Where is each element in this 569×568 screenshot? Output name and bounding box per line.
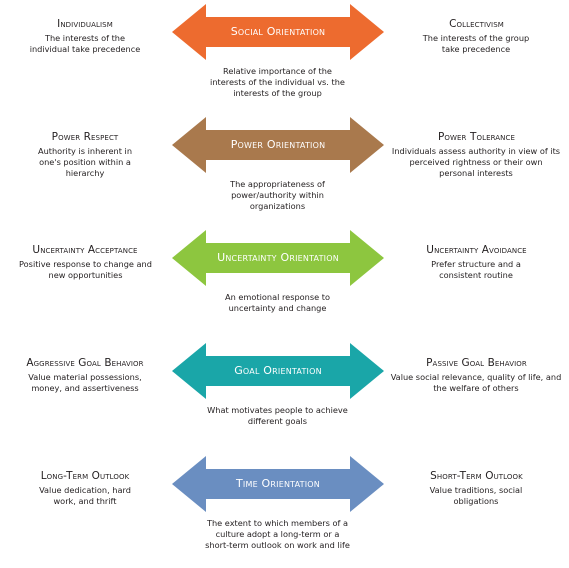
left-pole: Individualism The interests of the indiv… — [0, 18, 170, 55]
arrow-shape — [172, 230, 384, 286]
right-pole: Uncertainty Avoidance Prefer structure a… — [384, 244, 569, 281]
double-arrow — [172, 4, 384, 60]
double-arrow — [172, 117, 384, 173]
pole-title: Uncertainty Acceptance — [32, 244, 138, 256]
pole-title: Power Respect — [51, 131, 119, 143]
pole-description: Authority is inherent in one's position … — [37, 146, 133, 178]
arrow-shape — [172, 4, 384, 60]
arrow-shape — [172, 117, 384, 173]
pole-description: Value social relevance, quality of life,… — [390, 372, 562, 393]
double-arrow — [172, 230, 384, 286]
pole-description: Value dedication, hard work, and thrift — [39, 485, 131, 506]
dimension-row-power: Power Respect Authority is inherent in o… — [0, 117, 569, 229]
orientation-label: Goal Orientation — [234, 364, 322, 377]
pole-title: Collectivism — [449, 18, 504, 30]
orientation-description: Relative importance of the interests of … — [210, 66, 345, 98]
orientation-label: Uncertainty Orientation — [217, 251, 339, 264]
pole-description: The interests of the individual take pre… — [29, 33, 141, 54]
dimension-row-social: Individualism The interests of the indiv… — [0, 4, 569, 116]
dimension-row-uncertainty: Uncertainty Acceptance Positive response… — [0, 230, 569, 342]
dimension-row-time: Long-Term Outlook Value dedication, hard… — [0, 456, 569, 568]
right-pole: Power Tolerance Individuals assess autho… — [384, 131, 569, 179]
pole-description: Value traditions, social obligations — [429, 485, 523, 506]
orientation-description: The appropriateness of power/authority w… — [230, 179, 325, 211]
orientation-label: Time Orientation — [236, 477, 320, 490]
orientation-label: Power Orientation — [230, 138, 326, 151]
double-arrow — [172, 343, 384, 399]
pole-description: The interests of the group take preceden… — [422, 33, 530, 54]
orientation-label: Social Orientation — [230, 25, 326, 38]
orientation-description: An emotional response to uncertainty and… — [224, 292, 330, 313]
pole-title: Uncertainty Avoidance — [426, 244, 527, 256]
arrow-shape — [172, 343, 384, 399]
pole-title: Individualism — [57, 18, 113, 30]
pole-title: Short-Term Outlook — [430, 470, 523, 482]
double-arrow — [172, 456, 384, 512]
pole-description: Prefer structure and a consistent routin… — [431, 259, 521, 280]
left-pole: Long-Term Outlook Value dedication, hard… — [0, 470, 170, 507]
pole-title: Passive Goal Behavior — [426, 357, 527, 369]
pole-title: Aggressive Goal Behavior — [26, 357, 144, 369]
pole-description: Value material possessions, money, and a… — [28, 372, 142, 393]
orientation-description: What motivates people to achieve differe… — [207, 405, 348, 426]
orientation-description: The extent to which members of a culture… — [205, 518, 350, 550]
left-pole: Power Respect Authority is inherent in o… — [0, 131, 170, 179]
pole-description: Individuals assess authority in view of … — [391, 146, 561, 178]
right-pole: Passive Goal Behavior Value social relev… — [384, 357, 569, 394]
arrow-shape — [172, 456, 384, 512]
pole-description: Positive response to change and new oppo… — [19, 259, 152, 280]
right-pole: Short-Term Outlook Value traditions, soc… — [384, 470, 569, 507]
right-pole: Collectivism The interests of the group … — [384, 18, 569, 55]
pole-title: Long-Term Outlook — [40, 470, 130, 482]
pole-title: Power Tolerance — [437, 131, 516, 143]
left-pole: Uncertainty Acceptance Positive response… — [0, 244, 170, 281]
dimension-row-goal: Aggressive Goal Behavior Value material … — [0, 343, 569, 455]
left-pole: Aggressive Goal Behavior Value material … — [0, 357, 170, 394]
